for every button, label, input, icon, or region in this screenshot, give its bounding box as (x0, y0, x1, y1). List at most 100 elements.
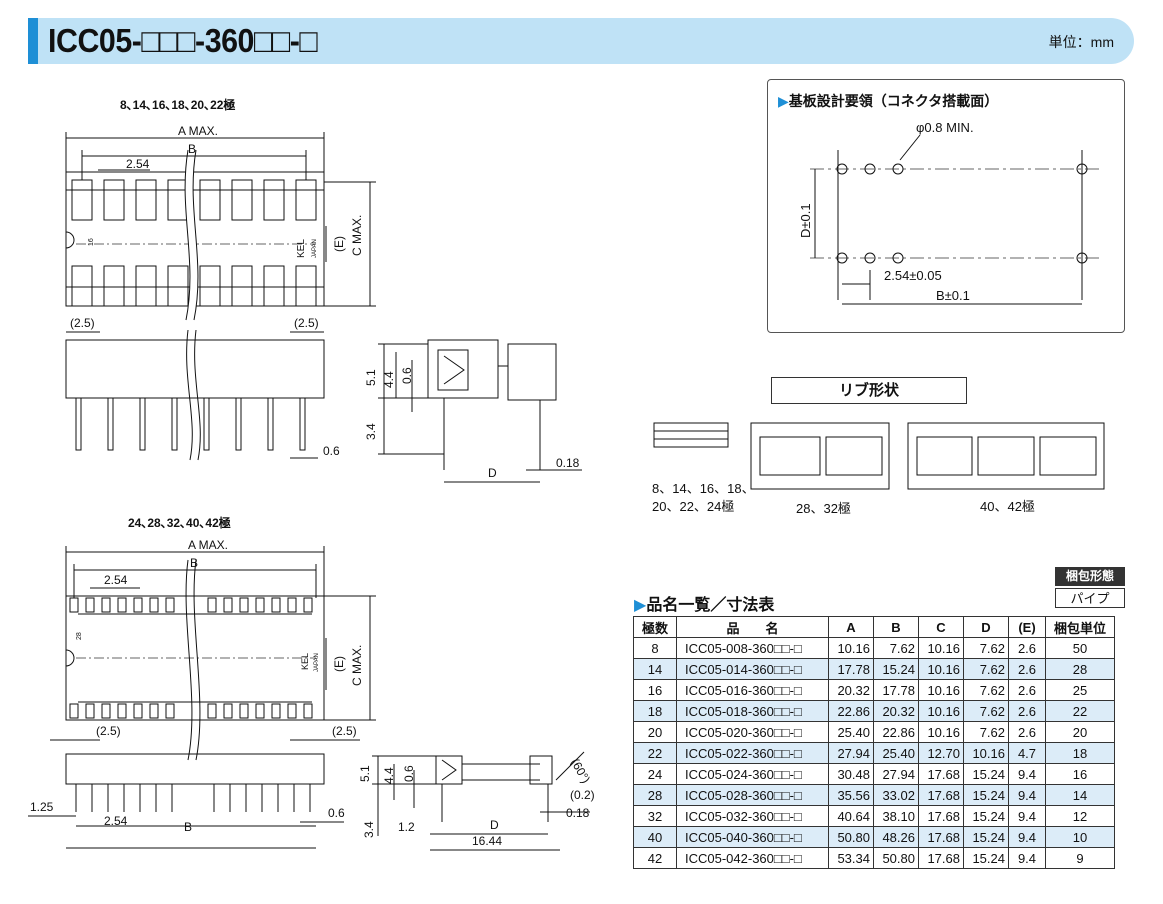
cell-a: 50.80 (828, 826, 874, 848)
cell-c: 10.16 (918, 679, 964, 701)
bottom-c-max: C MAX. (350, 644, 364, 686)
cell-b: 38.10 (873, 805, 919, 827)
bottom-side-t: 0.18 (566, 806, 590, 820)
header-c: C (918, 616, 964, 638)
cell-part-name: ICC05-032-360□□-□ (676, 805, 829, 827)
bottom-plan-view (28, 546, 376, 849)
cell-e: 2.6 (1008, 637, 1046, 659)
bottom-pitch: 2.54 (104, 573, 128, 587)
cell-a: 30.48 (828, 763, 874, 785)
cell-a: 17.78 (828, 658, 874, 680)
cell-poles: 14 (633, 658, 677, 680)
cell-pack-unit: 14 (1045, 784, 1115, 806)
table-title: ▶品名一覧／寸法表 (634, 597, 775, 614)
rib-caption-2: 28、32極 (796, 501, 851, 516)
bottom-side-view (372, 751, 590, 851)
cell-c: 10.16 (918, 637, 964, 659)
top-pin-width: 0.6 (323, 444, 340, 458)
bottom-side-h2: 4.4 (382, 767, 396, 784)
bottom-side-length: 16.44 (472, 834, 503, 848)
cell-part-name: ICC05-042-360□□-□ (676, 847, 829, 869)
bottom-e: (E) (332, 656, 346, 672)
cell-b: 17.78 (873, 679, 919, 701)
top-pitch: 2.54 (126, 157, 150, 171)
board-design-panel (767, 79, 1125, 333)
cell-pack-unit: 12 (1045, 805, 1115, 827)
cell-a: 40.64 (828, 805, 874, 827)
header-b: B (873, 616, 919, 638)
bottom-mark-28: 28 (76, 632, 83, 640)
cell-b: 15.24 (873, 658, 919, 680)
cell-d: 7.62 (963, 700, 1009, 722)
cell-d: 15.24 (963, 763, 1009, 785)
bottom-side-offset: 1.2 (398, 820, 415, 834)
board-pitch-tol: 2.54±0.05 (884, 268, 942, 283)
header-e: (E) (1008, 616, 1046, 638)
header-d: D (963, 616, 1009, 638)
bottom-side-h4: 3.4 (362, 821, 376, 838)
header-pack-unit: 梱包単位 (1045, 616, 1115, 638)
top-c-max: C MAX. (350, 214, 364, 256)
cell-d: 15.24 (963, 847, 1009, 869)
board-design-title: ▶基板設計要領（コネクタ搭載面） (778, 93, 999, 109)
board-b-tol: B±0.1 (936, 288, 970, 303)
title-banner: ICC05-□□□-360□□-□ 単位：mm (28, 18, 1134, 64)
cell-part-name: ICC05-024-360□□-□ (676, 763, 829, 785)
cell-d: 15.24 (963, 805, 1009, 827)
cell-a: 53.34 (828, 847, 874, 869)
cell-pack-unit: 20 (1045, 721, 1115, 743)
triangle-icon: ▶ (634, 597, 647, 614)
top-a-max: A MAX. (178, 124, 219, 138)
cell-poles: 28 (633, 784, 677, 806)
cell-b: 33.02 (873, 784, 919, 806)
cell-pack-unit: 10 (1045, 826, 1115, 848)
packaging-value: パイプ (1055, 588, 1125, 608)
header-a: A (828, 616, 874, 638)
board-hole-size: φ0.8 MIN. (916, 120, 974, 135)
top-mark-16: 16 (88, 238, 95, 246)
cell-e: 4.7 (1008, 742, 1046, 764)
cell-e: 9.4 (1008, 805, 1046, 827)
cell-e: 2.6 (1008, 721, 1046, 743)
rib-shape-title: リブ形状 (771, 377, 967, 404)
cell-part-name: ICC05-020-360□□-□ (676, 721, 829, 743)
cell-poles: 16 (633, 679, 677, 701)
bottom-edge-left: (2.5) (96, 724, 121, 738)
cell-b: 7.62 (873, 637, 919, 659)
top-side-d: D (488, 466, 497, 480)
bottom-side-d: D (490, 818, 499, 832)
cell-pack-unit: 25 (1045, 679, 1115, 701)
header-part-name: 品 名 (676, 616, 829, 638)
rib-caption-1b: 20、22、24極 (652, 499, 735, 514)
cell-d: 7.62 (963, 721, 1009, 743)
cell-d: 10.16 (963, 742, 1009, 764)
page-title: ICC05-□□□-360□□-□ (48, 22, 318, 59)
bottom-side-h1: 5.1 (358, 765, 372, 782)
cell-b: 48.26 (873, 826, 919, 848)
cell-pack-unit: 28 (1045, 658, 1115, 680)
bottom-a-max: A MAX. (188, 538, 229, 552)
top-side-h2: 4.4 (382, 371, 396, 388)
cell-a: 35.56 (828, 784, 874, 806)
cell-poles: 32 (633, 805, 677, 827)
cell-e: 9.4 (1008, 847, 1046, 869)
cell-part-name: ICC05-022-360□□-□ (676, 742, 829, 764)
top-side-t: 0.18 (556, 456, 580, 470)
top-edge-right: (2.5) (294, 316, 319, 330)
cell-b: 25.40 (873, 742, 919, 764)
bottom-pin-width: 0.6 (328, 806, 345, 820)
rib-shapes (653, 422, 1105, 490)
bottom-japan: JAPAN (314, 653, 320, 672)
cell-part-name: ICC05-028-360□□-□ (676, 784, 829, 806)
rib-caption-1a: 8、14、16、18、 (652, 481, 755, 496)
cell-c: 17.68 (918, 763, 964, 785)
cell-pack-unit: 18 (1045, 742, 1115, 764)
top-poles-label: 8､14､16､18､20､22極 (120, 98, 236, 112)
cell-e: 2.6 (1008, 658, 1046, 680)
board-layout (810, 134, 1100, 305)
